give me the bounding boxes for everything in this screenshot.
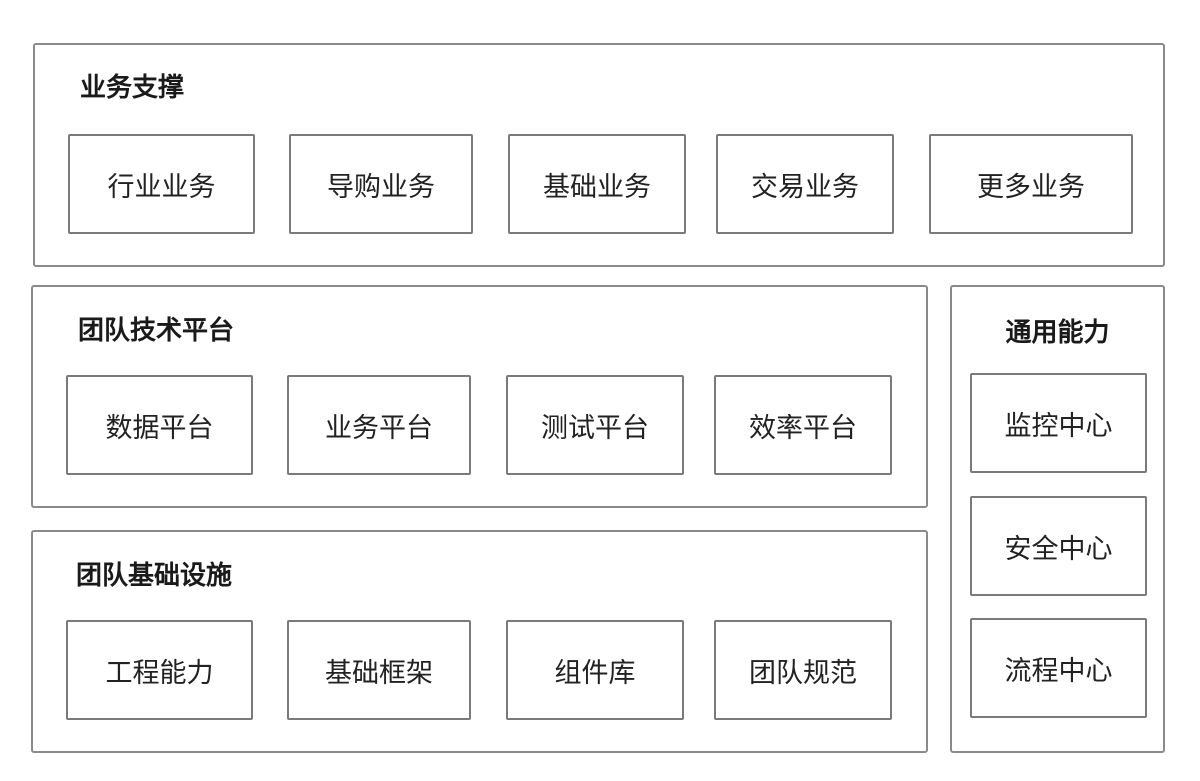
- infra-item-team-standards: 团队规范: [714, 620, 892, 720]
- business-support-title: 业务支撑: [80, 73, 185, 103]
- platform-item-business: 业务平台: [287, 375, 471, 475]
- common-capabilities-panel: 通用能力 监控中心 安全中心 流程中心: [950, 285, 1165, 753]
- business-item-transaction: 交易业务: [716, 134, 894, 234]
- capability-item-monitoring: 监控中心: [970, 373, 1147, 473]
- infra-item-engineering: 工程能力: [66, 620, 253, 720]
- capability-item-security: 安全中心: [970, 496, 1147, 596]
- business-support-panel: 业务支撑 行业业务 导购业务 基础业务 交易业务 更多业务: [33, 43, 1165, 267]
- business-item-industry: 行业业务: [68, 134, 255, 234]
- business-item-more: 更多业务: [929, 134, 1133, 234]
- infra-item-component-library: 组件库: [506, 620, 684, 720]
- capability-item-process: 流程中心: [970, 618, 1147, 718]
- common-capabilities-title: 通用能力: [1005, 318, 1110, 348]
- platform-item-testing: 测试平台: [506, 375, 684, 475]
- team-tech-platform-title: 团队技术平台: [78, 316, 235, 346]
- team-infrastructure-panel: 团队基础设施 工程能力 基础框架 组件库 团队规范: [31, 530, 928, 753]
- infra-item-framework: 基础框架: [287, 620, 471, 720]
- business-item-shopping-guide: 导购业务: [289, 134, 473, 234]
- platform-item-data: 数据平台: [66, 375, 253, 475]
- team-tech-platform-panel: 团队技术平台 数据平台 业务平台 测试平台 效率平台: [31, 285, 928, 508]
- team-infrastructure-title: 团队基础设施: [76, 561, 233, 591]
- platform-item-efficiency: 效率平台: [714, 375, 892, 475]
- business-item-basic: 基础业务: [508, 134, 686, 234]
